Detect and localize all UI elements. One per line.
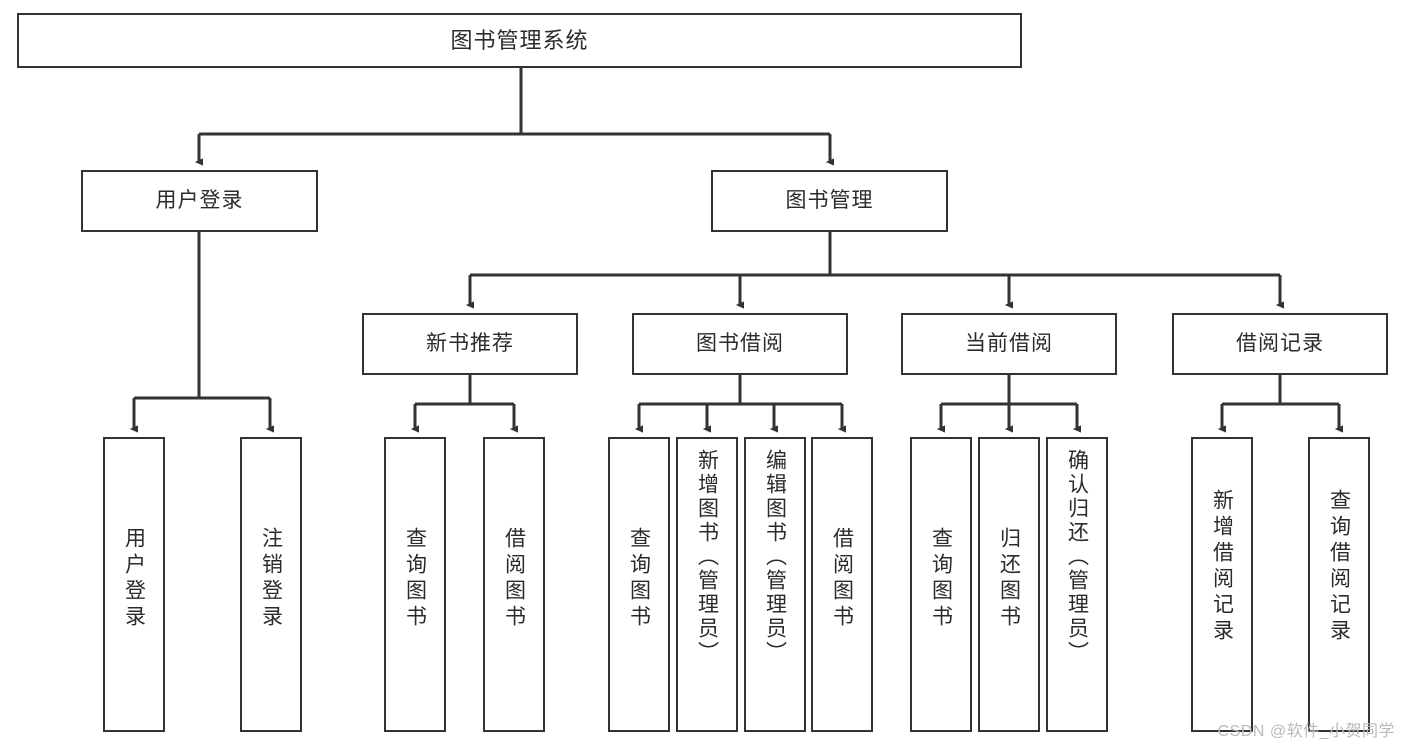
node-borrow-records[interactable]: 借阅记录 [1172,313,1388,375]
node-book-management[interactable]: 图书管理 [711,170,948,232]
node-leaf-user-login[interactable]: 用户登录 [103,437,165,732]
node-label: 注销登录 [259,527,283,631]
node-label: 新增图书（管理员） [695,449,719,665]
csdn-watermark: CSDN @软件_小贺同学 [1217,723,1395,740]
node-leaf-query-books-current[interactable]: 查询图书 [910,437,972,732]
node-label: 查询借阅记录 [1327,489,1351,645]
node-label: 借阅记录 [1236,331,1324,355]
node-user-login[interactable]: 用户登录 [81,170,318,232]
node-leaf-edit-book-admin[interactable]: 编辑图书（管理员） [744,437,806,732]
node-label: 新书推荐 [426,331,514,355]
node-book-borrowing[interactable]: 图书借阅 [632,313,848,375]
node-leaf-query-books-newbook[interactable]: 查询图书 [384,437,446,732]
node-label: 当前借阅 [965,331,1053,355]
node-label: 借阅图书 [830,527,854,631]
node-leaf-logout[interactable]: 注销登录 [240,437,302,732]
node-leaf-return-books[interactable]: 归还图书 [978,437,1040,732]
node-leaf-query-books-borrow[interactable]: 查询图书 [608,437,670,732]
node-label: 查询图书 [627,527,651,631]
node-book-management-system[interactable]: 图书管理系统 [17,13,1022,68]
node-leaf-add-borrow-record[interactable]: 新增借阅记录 [1191,437,1253,732]
node-leaf-add-book-admin[interactable]: 新增图书（管理员） [676,437,738,732]
node-label: 借阅图书 [502,527,526,631]
node-label: 确认归还（管理员） [1065,449,1089,665]
node-label: 查询图书 [929,527,953,631]
node-label: 编辑图书（管理员） [763,449,787,665]
node-label: 图书管理系统 [450,27,589,53]
node-label: 用户登录 [122,527,146,631]
node-leaf-borrow-books-newbook[interactable]: 借阅图书 [483,437,545,732]
node-leaf-confirm-return-admin[interactable]: 确认归还（管理员） [1046,437,1108,732]
node-leaf-query-borrow-record[interactable]: 查询借阅记录 [1308,437,1370,732]
node-label: 归还图书 [997,527,1021,631]
node-leaf-borrow-books-borrow[interactable]: 借阅图书 [811,437,873,732]
node-current-borrowing[interactable]: 当前借阅 [901,313,1117,375]
node-label: 查询图书 [403,527,427,631]
node-label: 用户登录 [155,188,244,212]
node-label: 新增借阅记录 [1210,489,1234,645]
node-label: 图书管理 [785,188,874,212]
node-new-book-recommendation[interactable]: 新书推荐 [362,313,578,375]
node-label: 图书借阅 [696,331,784,355]
